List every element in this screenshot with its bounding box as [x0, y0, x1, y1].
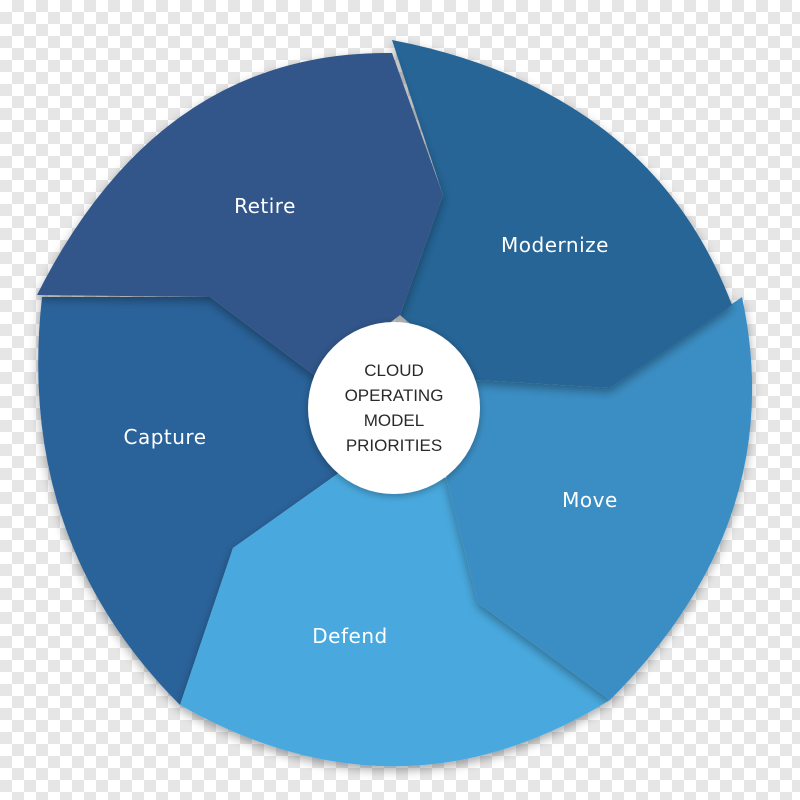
segment-label-defend: Defend	[312, 624, 387, 648]
segment-defend	[180, 465, 610, 767]
center-line-2: OPERATING	[345, 386, 444, 405]
center-circle	[308, 322, 480, 494]
segment-label-move: Move	[562, 488, 618, 512]
segment-move	[446, 297, 753, 700]
center-line-1: CLOUD	[364, 361, 424, 380]
center-line-4: PRIORITIES	[346, 436, 442, 455]
segment-label-retire: Retire	[234, 194, 296, 218]
segment-retire	[37, 52, 443, 378]
center-line-3: MODEL	[364, 411, 424, 430]
segment-modernize	[392, 40, 732, 388]
segment-capture	[38, 297, 350, 705]
segment-label-modernize: Modernize	[501, 233, 609, 257]
segment-label-capture: Capture	[123, 425, 206, 449]
